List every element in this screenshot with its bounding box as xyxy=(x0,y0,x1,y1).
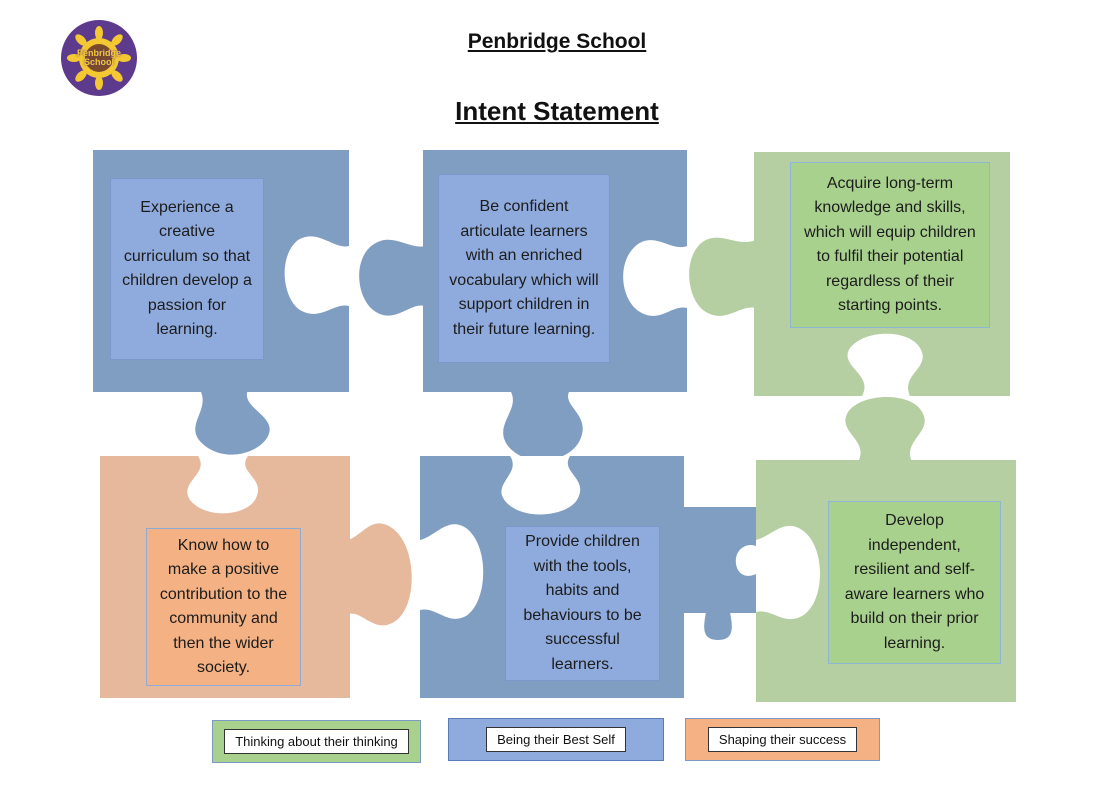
legend-label-best-self: Being their Best Self xyxy=(486,727,626,752)
piece-text-tools-habits: Provide children with the tools, habits … xyxy=(505,526,660,681)
logo-line2: School xyxy=(83,57,114,67)
legend-label-shaping-success: Shaping their success xyxy=(707,727,858,752)
blank-shape xyxy=(847,333,923,396)
blank-shape xyxy=(187,456,259,514)
tab-shape xyxy=(195,390,270,455)
blank-shape xyxy=(756,525,820,620)
blank-shape xyxy=(420,524,484,619)
blank-shape xyxy=(501,456,581,515)
piece-text-positive-contribution: Know how to make a positive contribution… xyxy=(146,528,301,686)
tab-shape xyxy=(359,239,425,316)
sunflower-icon xyxy=(67,26,131,90)
page-title: Intent Statement xyxy=(455,96,659,126)
legend-best-self: Being their Best Self xyxy=(448,718,664,761)
logo-text: Penbridge School xyxy=(77,49,121,67)
legend-shaping-success: Shaping their success xyxy=(685,718,880,761)
piece-text-long-term-knowledge: Acquire long-term knowledge and skills, … xyxy=(790,162,990,328)
blank-shape xyxy=(623,240,687,316)
blank-shape xyxy=(735,544,756,576)
tab-shape xyxy=(689,237,756,316)
tab-shape xyxy=(704,612,732,640)
puzzle-blanks xyxy=(187,236,923,620)
tab-shape xyxy=(348,523,412,626)
piece-text-creative-curriculum: Experience a creative curriculum so that… xyxy=(110,178,264,360)
blank-shape xyxy=(284,236,349,314)
school-name: Penbridge School xyxy=(467,30,647,53)
legend-label-thinking: Thinking about their thinking xyxy=(224,729,409,754)
school-logo: Penbridge School xyxy=(61,20,137,96)
tab-shape xyxy=(845,397,925,462)
piece-text-independent-learners: Develop independent, resilient and self-… xyxy=(828,501,1001,664)
logo-line1: Penbridge xyxy=(76,48,121,58)
piece-text-confident-learners: Be confident articulate learners with an… xyxy=(438,174,610,363)
legend-thinking: Thinking about their thinking xyxy=(212,720,421,763)
tab-shape xyxy=(503,390,583,461)
